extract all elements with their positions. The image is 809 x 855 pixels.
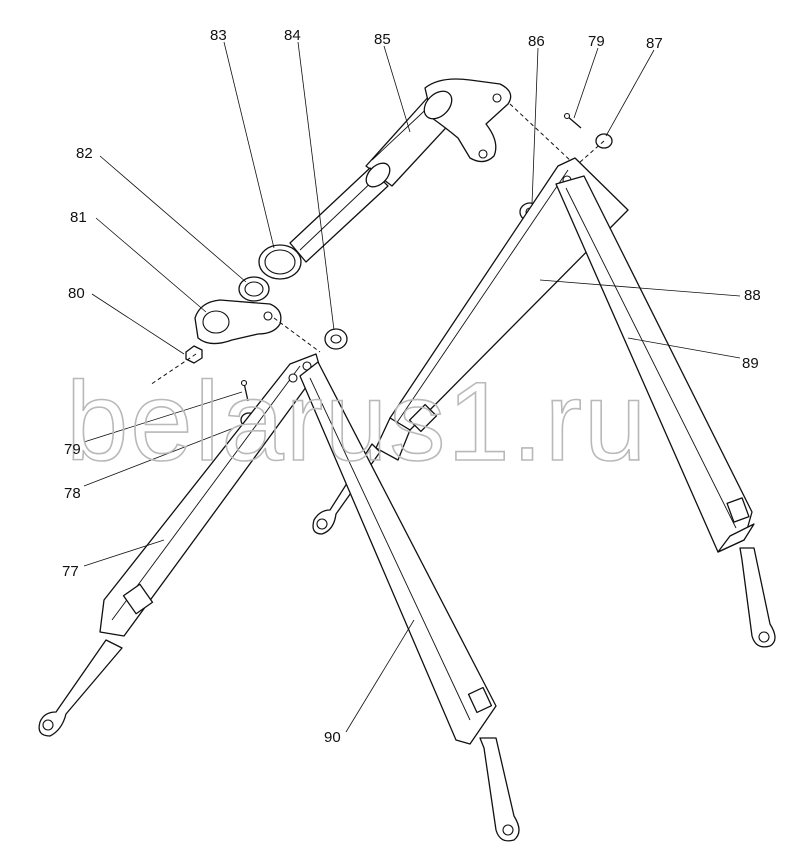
brace-part-90 <box>299 361 520 842</box>
callout-79-lower: 79 <box>64 441 81 458</box>
bushing-part-82 <box>238 276 270 302</box>
callout-83: 83 <box>210 27 227 44</box>
callout-79-upper: 79 <box>588 33 605 50</box>
callout-88: 88 <box>744 287 761 304</box>
callout-87: 87 <box>646 35 663 52</box>
cotter-pin-upper <box>563 112 582 129</box>
callout-85: 85 <box>374 31 391 48</box>
watermark-text: belarus1.ru <box>66 359 648 484</box>
brace-part-89 <box>555 175 776 648</box>
sleeve-part-83 <box>258 244 302 280</box>
shaft-part-85 <box>289 78 512 263</box>
callout-89: 89 <box>742 355 759 372</box>
callout-84: 84 <box>284 27 301 44</box>
lever-part-81 <box>194 299 282 345</box>
callout-90: 90 <box>324 729 341 746</box>
callout-78: 78 <box>64 485 81 502</box>
cotter-pin-lower <box>240 379 249 402</box>
leader-lines <box>83 41 741 733</box>
callout-86: 86 <box>528 33 545 50</box>
callout-82: 82 <box>76 145 93 162</box>
brace-part-77 <box>38 353 321 737</box>
callout-81: 81 <box>70 209 87 226</box>
callout-80: 80 <box>68 285 85 302</box>
callout-77: 77 <box>62 563 79 580</box>
washer-part-84 <box>324 328 348 350</box>
nut-part-80 <box>185 345 203 364</box>
